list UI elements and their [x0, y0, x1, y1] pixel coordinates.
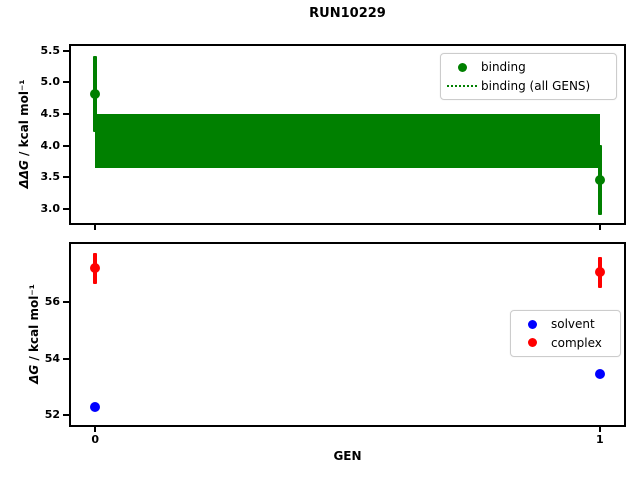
legend-item-solvent: solvent — [513, 315, 612, 334]
legend-marker-cell — [513, 338, 551, 348]
y-tick — [63, 357, 69, 360]
y-tick-label: 3.5 — [40, 170, 61, 184]
figure-title: RUN10229 — [309, 6, 386, 21]
data-point-complex-gen0 — [90, 263, 101, 274]
y-tick-label: 54 — [44, 351, 60, 365]
legend-binding: binding binding (all GENS) — [440, 53, 617, 100]
legend-label: complex — [551, 335, 602, 350]
mean-line-binding-all-gens — [95, 140, 600, 143]
data-point-binding-gen0 — [90, 88, 101, 99]
legend-marker-cell — [443, 62, 481, 72]
complex-dot-icon — [527, 338, 537, 348]
x-tick-label: 1 — [595, 433, 604, 446]
legend-label: binding — [481, 60, 526, 75]
legend-item-complex: complex — [513, 334, 612, 353]
y-tick — [63, 414, 69, 417]
legend-marker-cell — [513, 319, 551, 329]
binding-dot-icon — [457, 62, 467, 72]
y-tick-label: 56 — [44, 295, 60, 309]
y-tick — [63, 301, 69, 304]
x-tick — [598, 224, 601, 230]
y-tick — [63, 176, 69, 179]
data-point-solvent-gen1 — [594, 369, 605, 380]
data-point-binding-gen1 — [594, 174, 605, 185]
y-tick — [63, 81, 69, 84]
x-tick — [94, 426, 97, 432]
y-tick — [63, 49, 69, 52]
legend-label: solvent — [551, 317, 595, 332]
subplot-binding-frame — [69, 44, 626, 225]
legend-label: binding (all GENS) — [481, 78, 591, 93]
x-axis-label: GEN — [333, 449, 362, 463]
y-tick-label: 5.0 — [40, 75, 61, 89]
x-tick — [598, 426, 601, 432]
legend-marker-cell — [443, 84, 481, 87]
dotted-line-icon — [447, 84, 477, 87]
legend-dg: solvent complex — [510, 310, 621, 357]
data-point-solvent-gen0 — [90, 401, 101, 412]
y-tick-label: 4.5 — [40, 107, 61, 121]
y-tick — [63, 113, 69, 116]
solvent-dot-icon — [527, 319, 537, 329]
y-axis-label-dg-symbol: ΔG — [27, 364, 41, 384]
y-tick-label: 4.0 — [40, 138, 61, 152]
y-tick-label: 3.0 — [40, 202, 61, 216]
legend-item-binding: binding — [443, 58, 608, 77]
y-tick-label: 5.5 — [40, 43, 61, 57]
data-point-complex-gen1 — [594, 267, 605, 278]
subplot-dg-frame — [69, 242, 626, 427]
y-tick — [63, 208, 69, 211]
y-tick — [63, 144, 69, 147]
x-tick — [94, 224, 97, 230]
x-tick-label: 0 — [91, 433, 100, 446]
y-tick-label: 52 — [44, 408, 60, 422]
legend-item-binding-all-gens-: binding (all GENS) — [443, 77, 608, 96]
